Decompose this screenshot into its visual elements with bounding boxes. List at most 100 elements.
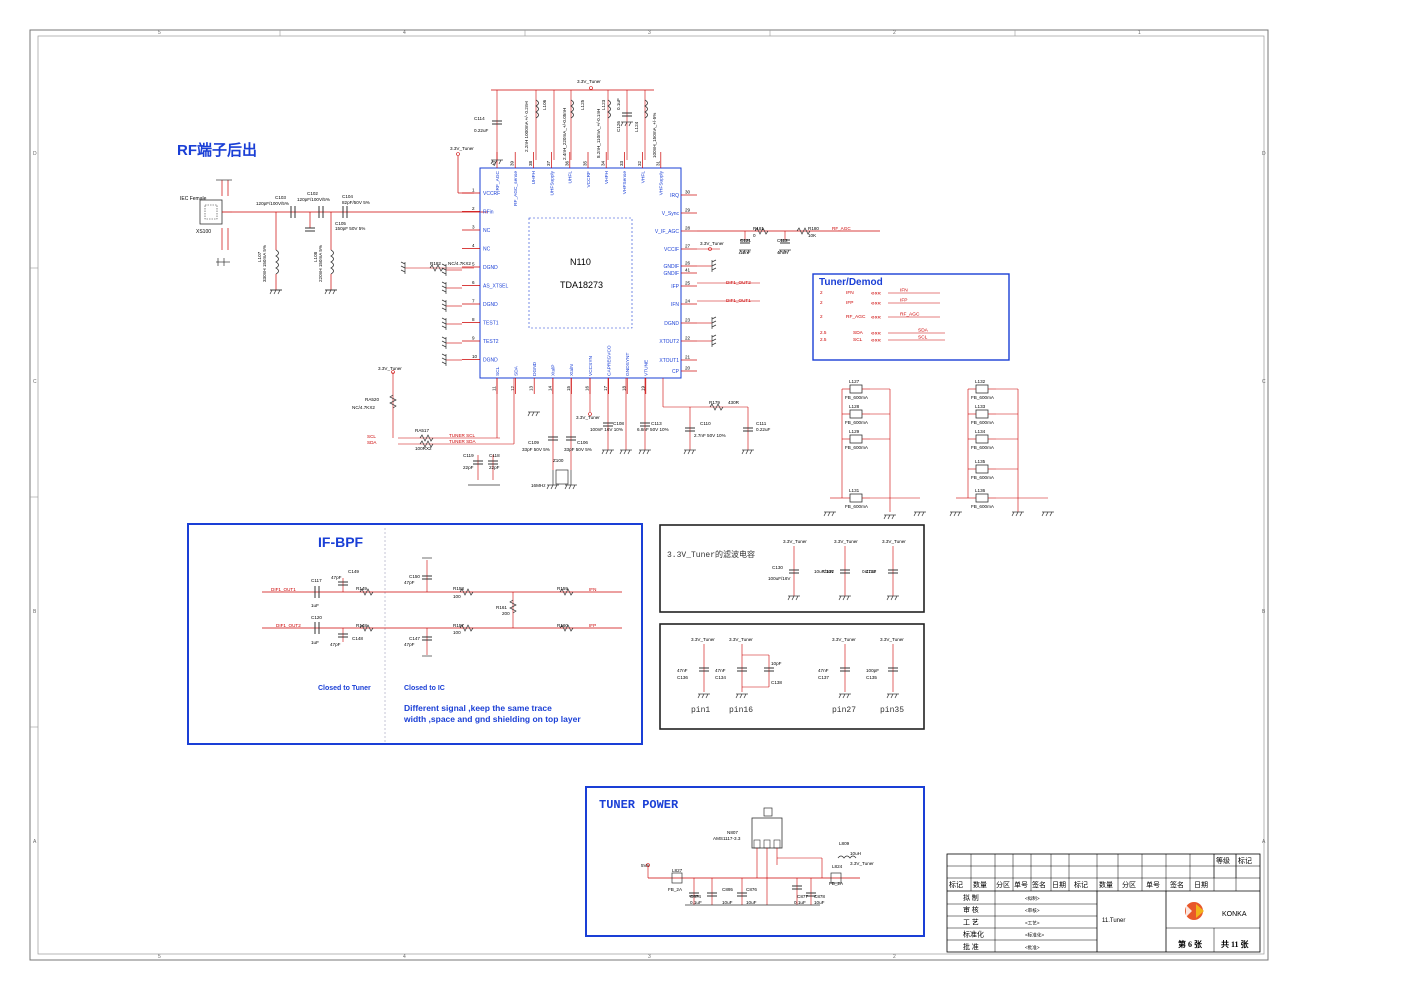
part-ref: L809 <box>839 841 850 846</box>
part-ref: L125 <box>580 99 585 110</box>
row-label: C <box>1262 379 1266 385</box>
pin-name: CP <box>672 369 680 375</box>
col-label: 2 <box>893 954 896 960</box>
ferrite-bead <box>849 493 863 503</box>
pin-name: IRQ <box>670 193 679 199</box>
part-value: 22pF <box>463 465 474 470</box>
col-label: 3 <box>648 954 651 960</box>
part-ref: C876 <box>746 887 757 892</box>
pin-number: 4 <box>472 243 475 248</box>
bottom-labels: C119 22pF C118 22pF C109 33pF 50V 5% C10… <box>463 400 770 488</box>
demod-page-ref: 2 <box>820 314 823 319</box>
net-label: 3.3V_Tuner <box>700 241 724 246</box>
part-ref: C105 <box>335 221 346 226</box>
grade-label: 等级 <box>1216 856 1230 865</box>
pin-name: RF_AGC <box>495 170 501 190</box>
row-label: B <box>1262 609 1266 615</box>
border-ticks <box>30 30 1016 728</box>
chip-bottom-pins: 11SCL12SDA13DGND14XtalP15XtalN16VCCSYN17… <box>492 345 650 394</box>
part-ref: C120 <box>311 615 322 620</box>
pin-name: CAPREGVCO <box>606 345 612 376</box>
approval-role: 审 核 <box>963 905 979 914</box>
ferrite-bead <box>849 384 863 394</box>
part-value: 6.8nF 50V 10% <box>637 427 669 432</box>
pin-name: UHFSupply <box>549 170 555 195</box>
part-ref: C877 <box>797 894 808 899</box>
if-bpf-note-line1: Different signal ,keep the same trace <box>404 703 552 713</box>
pin-number: 19 <box>640 385 645 391</box>
rf-inductor-labels: 330nH 150mA 5% L107 220nH 150mA 5% L108 <box>257 245 323 282</box>
part-value: FB_600mA <box>845 395 869 400</box>
part-ref: C136 <box>677 675 688 680</box>
approval-value: <工艺> <box>1025 920 1040 925</box>
part-value: 8.2nH_110mA_+/-0.1nH <box>596 109 601 158</box>
title-block-columns <box>970 854 1237 891</box>
rf-shunt-inductors <box>270 212 337 291</box>
title-block-header-cell: 标记 <box>949 880 963 889</box>
part-value: 10K <box>808 233 817 238</box>
part-value: 0.22uF <box>474 128 488 133</box>
part-ref: L123 <box>601 99 606 110</box>
left-misc-labels: R182 NC/4.7KX2 3.3V_Tuner RA520 NC/4.7KX… <box>352 261 476 451</box>
if-bpf-labels: DIF1_OUT1 DIF1_OUT2 C117 1uF C149 47pF R… <box>271 569 596 647</box>
pin-name: NC <box>483 228 491 234</box>
part-ref: C118 <box>489 453 500 458</box>
part-ref: R159 <box>557 586 568 591</box>
row-label: D <box>1262 151 1266 157</box>
if-bpf-note-ic: Closed to IC <box>404 685 445 692</box>
tuner-chip-ref: N110 <box>570 257 591 267</box>
part-value: 10pF <box>771 661 782 666</box>
pin-number: 38 <box>528 160 533 166</box>
pin-name: RFin <box>483 209 494 215</box>
pin-cap-box <box>659 623 925 730</box>
part-value: 47pF <box>404 580 415 585</box>
rf-section-title: RF端子后出 <box>177 141 257 159</box>
title-block-header-cell: 单号 <box>1014 880 1028 889</box>
drawing-name: 11.Tuner <box>1102 918 1125 924</box>
net-label: TUNER SCL <box>449 433 475 438</box>
pin-number: 21 <box>685 355 691 360</box>
pin-number: 36 <box>564 160 569 166</box>
part-ref: R158 <box>453 586 464 591</box>
part-ref: C113 <box>651 421 662 426</box>
part-ref: C111 <box>756 421 767 426</box>
part-ref: R180 <box>808 226 819 231</box>
net-label: 3.3V_Tuner <box>832 637 856 642</box>
part-value: FB_600mA <box>971 420 995 425</box>
top-part-labels: C114 0.22uF 2.2nH 1000mA +/- 0.2nH L106 … <box>474 98 657 160</box>
tuner-demod-box <box>812 273 1010 361</box>
demod-port-arrow: ««« <box>871 291 882 297</box>
pin-number: 7 <box>472 299 475 304</box>
col-label: 4 <box>403 30 406 36</box>
pin-number: 2 <box>472 206 475 211</box>
demod-port-arrow: ««« <box>871 331 882 337</box>
part-ref: L108 <box>313 251 318 262</box>
pin-name: VCCSYN <box>588 355 594 376</box>
part-value: 100RX2 <box>415 446 432 451</box>
net-label: SDA <box>367 440 377 445</box>
part-value: FB_2A <box>668 887 683 892</box>
regulator-part: AMS1117-3.3 <box>713 836 741 841</box>
part-ref: L136 <box>975 488 986 493</box>
part-value: 10uF <box>746 900 757 905</box>
part-value: 120pF/100V/5% <box>256 201 289 206</box>
title-block-headers: 标记数量分区单号签名日期标记数量分区单号签名日期 <box>949 880 1208 889</box>
pin-name: V_Sync <box>662 211 680 217</box>
part-ref: L134 <box>975 429 986 434</box>
net-label: 3.3V_Tuner <box>577 79 601 84</box>
part-value: 47pF <box>404 642 415 647</box>
pin-number: 22 <box>685 336 691 341</box>
net-label: 3.3V_Tuner <box>783 539 807 544</box>
filter-cap-box <box>659 524 925 613</box>
net-label: IFP <box>589 623 596 628</box>
ferrite-bead <box>975 384 989 394</box>
net-label: IFN <box>589 587 596 592</box>
part-value: FB_600mA <box>845 504 869 509</box>
part-value: 1uF <box>311 640 319 645</box>
part-value: 2.2nH 1000mA +/- 0.2nH <box>524 101 529 152</box>
mark-label: 标记 <box>1238 856 1252 865</box>
part-value: FB_600mA <box>971 475 995 480</box>
part-ref: C147 <box>409 636 420 641</box>
pin-name: DGND <box>664 321 679 327</box>
